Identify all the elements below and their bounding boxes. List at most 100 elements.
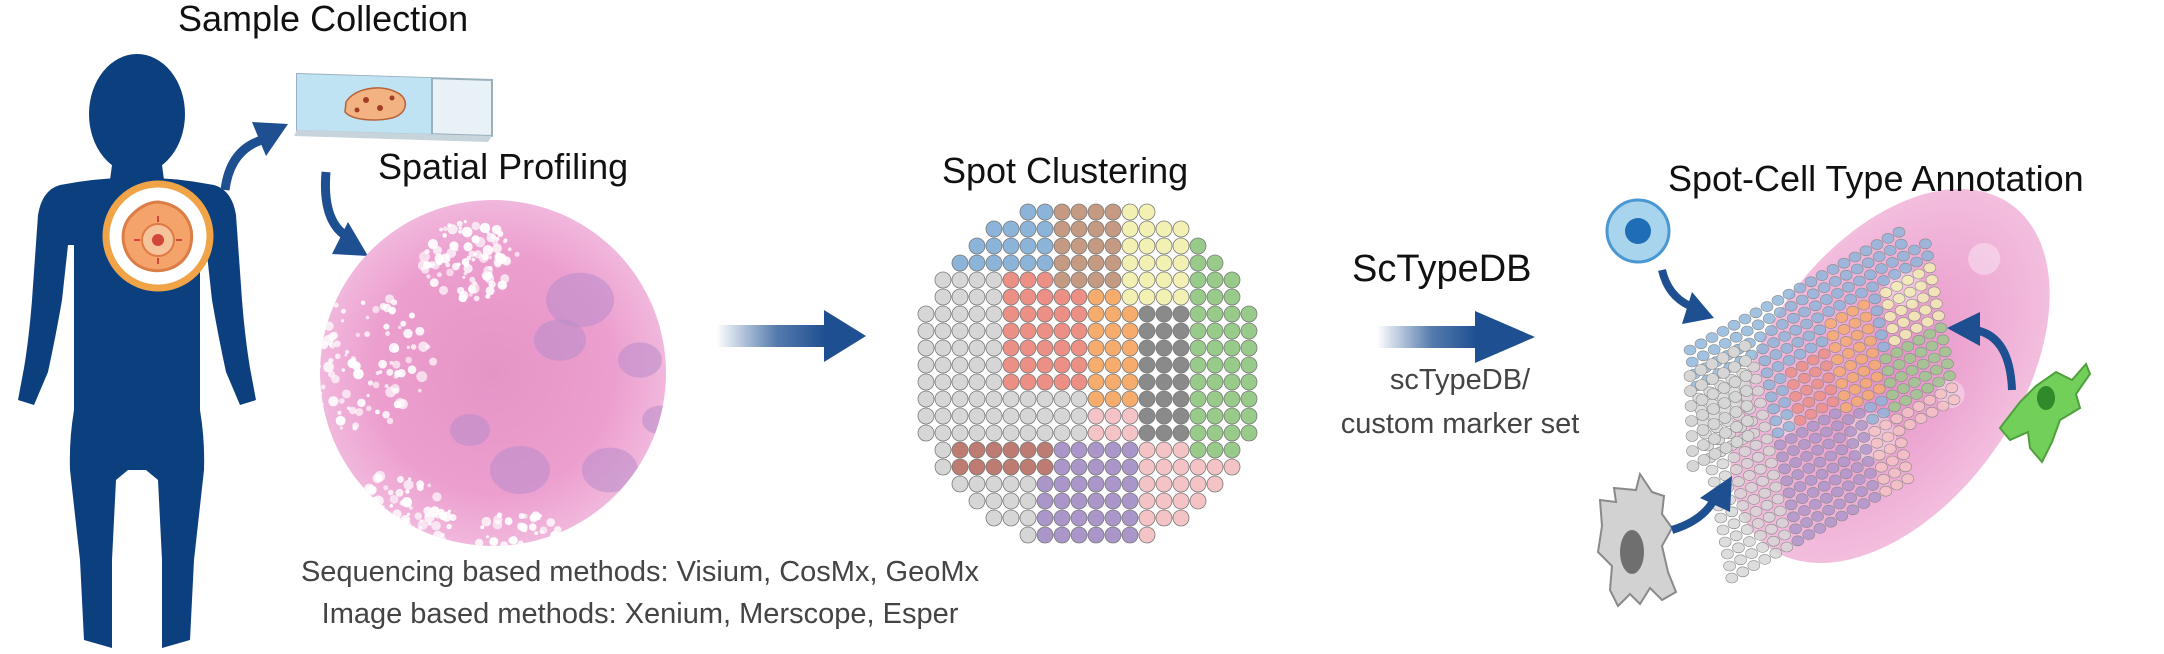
annotated-spot bbox=[1835, 444, 1849, 456]
cluster-spot bbox=[1070, 526, 1088, 544]
spatial-profiling-title: Spatial Profiling bbox=[378, 146, 629, 187]
annotated-side-spot bbox=[1685, 415, 1698, 427]
cluster-spot bbox=[1155, 475, 1173, 493]
annotated-spot bbox=[1842, 480, 1855, 492]
annotated-spot bbox=[1883, 443, 1897, 455]
annotated-spot bbox=[1809, 499, 1822, 510]
cluster-spot bbox=[1138, 458, 1156, 476]
annotated-spot bbox=[1791, 469, 1805, 480]
annotated-spot bbox=[1833, 498, 1846, 510]
annotated-spot bbox=[1802, 330, 1816, 342]
annotated-side-spot bbox=[1686, 460, 1700, 472]
cluster-spot bbox=[1104, 492, 1122, 510]
annotated-spot bbox=[1718, 536, 1732, 548]
cluster-spot bbox=[1189, 322, 1207, 340]
cluster-spot bbox=[1036, 424, 1054, 442]
annotated-spot bbox=[1705, 332, 1719, 343]
cluster-spot bbox=[1138, 424, 1156, 442]
annotated-spot bbox=[1780, 475, 1794, 487]
cluster-spot bbox=[934, 339, 952, 357]
annotated-spot bbox=[1894, 305, 1908, 316]
annotated-spot bbox=[1923, 262, 1937, 274]
cluster-spot bbox=[1087, 458, 1105, 476]
cluster-spot bbox=[985, 288, 1003, 306]
cluster-spot bbox=[1104, 254, 1122, 272]
cluster-spot bbox=[1002, 356, 1020, 374]
annotated-spot bbox=[1934, 322, 1948, 334]
annotated-spot bbox=[1866, 413, 1879, 425]
annotated-spot bbox=[1835, 378, 1849, 389]
annotated-spot bbox=[1941, 358, 1954, 370]
arrow-immune-head bbox=[1682, 292, 1714, 324]
annotated-spot bbox=[1776, 319, 1789, 330]
cluster-spot bbox=[968, 254, 986, 272]
annotated-spot bbox=[1910, 256, 1923, 268]
annotated-spot bbox=[1778, 331, 1791, 342]
annotated-side-spot bbox=[1695, 379, 1708, 391]
cluster-spot bbox=[1087, 407, 1105, 425]
cluster-spot bbox=[1172, 237, 1190, 255]
annotated-side-spot bbox=[1685, 430, 1699, 442]
cluster-spot bbox=[1053, 288, 1071, 306]
cluster-spot bbox=[1189, 288, 1207, 306]
annotated-spot bbox=[1890, 281, 1904, 292]
annotated-spot bbox=[1835, 312, 1849, 323]
cluster-spot bbox=[1155, 373, 1173, 391]
annotated-spot bbox=[1725, 572, 1739, 584]
annotated-spot bbox=[1789, 391, 1802, 402]
cluster-spot bbox=[1155, 407, 1173, 425]
annotated-spot bbox=[1784, 499, 1798, 511]
cluster-spot bbox=[985, 271, 1003, 289]
cluster-spot bbox=[1070, 305, 1088, 323]
annotated-side-spot bbox=[1694, 364, 1708, 376]
annotated-spot bbox=[1857, 498, 1871, 509]
annotated-spot bbox=[1804, 276, 1818, 288]
cluster-spot bbox=[1019, 441, 1037, 459]
annotated-spot bbox=[1727, 518, 1741, 530]
cluster-spot bbox=[1155, 288, 1173, 306]
annotated-spot bbox=[1747, 494, 1761, 505]
annotated-spot bbox=[1901, 341, 1915, 352]
annotated-spot bbox=[1921, 250, 1934, 262]
annotated-spot bbox=[1875, 395, 1888, 407]
annotated-spot bbox=[1822, 438, 1835, 450]
cluster-spot bbox=[1036, 373, 1054, 391]
cluster-spot bbox=[1155, 305, 1173, 323]
annotated-spot bbox=[1740, 325, 1754, 337]
cluster-spot bbox=[934, 271, 952, 289]
annotated-spot bbox=[1762, 379, 1776, 391]
cluster-spot bbox=[1155, 271, 1173, 289]
annotated-spot bbox=[1754, 397, 1767, 409]
cluster-spot bbox=[1070, 509, 1088, 527]
annotated-spot bbox=[1743, 470, 1756, 481]
annotated-spot bbox=[1754, 463, 1767, 475]
cluster-spot bbox=[968, 271, 986, 289]
cluster-spot bbox=[1053, 220, 1071, 238]
cluster-spot bbox=[1223, 390, 1241, 408]
annotated-spot bbox=[1826, 396, 1840, 408]
annotated-spot bbox=[1930, 364, 1943, 376]
cluster-spot bbox=[1240, 407, 1258, 425]
cluster-spot bbox=[1070, 254, 1088, 272]
annotated-spot bbox=[1765, 325, 1778, 336]
annotated-spot bbox=[1903, 419, 1917, 430]
cluster-spot bbox=[1189, 305, 1207, 323]
annotated-spot bbox=[1914, 413, 1928, 424]
cluster-spot bbox=[1053, 322, 1071, 340]
cluster-spot bbox=[917, 339, 935, 357]
annotated-spot bbox=[1771, 427, 1785, 439]
annotated-spot bbox=[1868, 425, 1882, 437]
annotated-side-spot bbox=[1719, 427, 1732, 439]
curved-arrow-to-tissue bbox=[320, 171, 349, 240]
cluster-spot bbox=[1104, 373, 1122, 391]
annotated-spot bbox=[1853, 408, 1866, 419]
cluster-spot bbox=[1121, 475, 1139, 493]
annotated-spot bbox=[1881, 431, 1895, 443]
cluster-spot bbox=[1155, 356, 1173, 374]
cluster-spot bbox=[1002, 390, 1020, 408]
cluster-spot bbox=[951, 475, 969, 493]
annotated-spot bbox=[1921, 316, 1934, 328]
cluster-spot bbox=[1138, 220, 1156, 238]
macrophage-icon bbox=[1596, 471, 1678, 608]
cluster-spot bbox=[1036, 288, 1054, 306]
